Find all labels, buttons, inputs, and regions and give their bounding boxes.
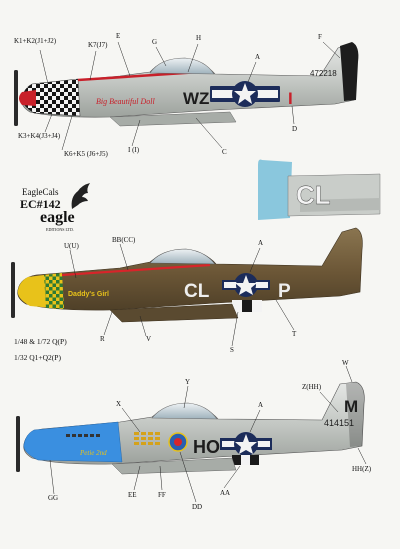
callout-u: U(U) [64, 242, 79, 250]
callout-c: C [222, 148, 227, 156]
callout-bb-cc: BB(CC) [112, 236, 136, 244]
callout-gg: GG [48, 494, 59, 502]
callout-k1-k2: K1+K2(J1+J2) [14, 37, 57, 45]
callout-r: R [100, 335, 105, 343]
aircraft-1-serial: 472218 [310, 69, 337, 78]
callout-e: E [116, 32, 121, 40]
detail-code: CL [296, 180, 331, 210]
callout-dd: DD [192, 503, 203, 511]
callout-a-2: A [258, 239, 264, 247]
aircraft-2-leader-lines [69, 243, 295, 347]
callout-t: T [292, 330, 297, 338]
aircraft-1-code: WZ [183, 89, 209, 108]
callout-h: H [196, 34, 202, 42]
aircraft-2-profile [11, 227, 363, 323]
callout-g: G [152, 38, 158, 46]
callout-z-hh: Z(HH) [302, 383, 322, 391]
aircraft-3-tail-letter: M [344, 397, 358, 416]
aircraft-3-nose-art: Petie 2nd [79, 449, 107, 457]
callout-y: Y [185, 378, 191, 386]
callout-ff: FF [158, 491, 166, 499]
callout-f: F [318, 33, 322, 41]
callout-k3-k4: K3+K4(J3+J4) [18, 132, 61, 140]
aircraft-2-code: CL [184, 281, 210, 302]
callout-v: V [146, 335, 152, 343]
callout-a-3: A [258, 401, 264, 409]
aircraft-3-serial: 414151 [324, 418, 354, 428]
eaglecals-logo: EagleCals EC#142 eagle EDITIONS LTD. [14, 183, 114, 235]
aircraft-2-nose-art: Daddy's Girl [68, 291, 109, 298]
aircraft-3-leader-lines [49, 365, 367, 503]
aircraft-2-letter: P [278, 281, 291, 302]
callout-w: W [342, 359, 349, 367]
scale-line-1: 1/48 & 1/72 Q(P) [14, 337, 67, 346]
callout-aa: AA [220, 489, 231, 497]
aircraft-1-profile [14, 42, 359, 127]
callout-d: D [292, 125, 298, 133]
callout-k6-k5: K6+K5 (J6+J5) [64, 150, 108, 158]
callout-s: S [230, 346, 234, 354]
aircraft-3-code: HO [193, 437, 220, 457]
aircraft-1-nose-art: Big Beautiful Doll [96, 97, 155, 106]
aircraft-3-profile [16, 381, 365, 475]
brand-logo-word: eagle [40, 209, 75, 226]
callout-a-1: A [255, 53, 261, 61]
detail-panel [258, 159, 381, 220]
sheet-number: EC#142 [20, 197, 61, 211]
brand-logo-sub: EDITIONS LTD. [46, 227, 74, 232]
callout-ee: EE [128, 491, 137, 499]
brand-name: EagleCals [22, 187, 59, 197]
callout-i: I (I) [128, 146, 140, 154]
scale-line-2: 1/32 Q1+Q2(P) [14, 353, 61, 362]
aircraft-1-letter: I [288, 89, 293, 108]
eagle-icon [71, 183, 90, 209]
aircraft-1-leader-lines [39, 41, 341, 151]
callout-hh-z: HH(Z) [352, 465, 372, 473]
callout-x: X [116, 400, 122, 408]
callout-k7: K7(J7) [88, 41, 108, 49]
